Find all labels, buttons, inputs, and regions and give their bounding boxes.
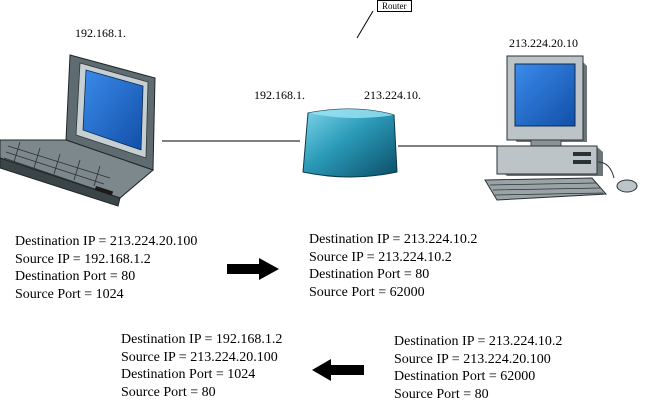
- router-inside-ip-label: 192.168.1.: [254, 88, 305, 102]
- packet-line: Destination IP = 213.224.20.100: [15, 234, 198, 249]
- packet-line: Source Port = 80: [394, 386, 489, 402]
- packet-line: Destination IP = 213.224.10.2: [394, 334, 563, 349]
- router-callout-label: Router: [377, 0, 412, 12]
- laptop-icon: [0, 54, 156, 207]
- packet-line: Destination Port = 62000: [394, 369, 536, 384]
- packet-line: Source IP = 213.224.20.100: [394, 351, 551, 367]
- callout-leader-line: [356, 10, 374, 39]
- desktop-computer-icon: [484, 55, 638, 201]
- packet-line: Destination Port = 80: [309, 267, 430, 282]
- packet-line: Destination Port = 1024: [121, 367, 256, 382]
- packet-line: Destination IP = 192.168.1.2: [121, 332, 283, 347]
- router-outside-ip-label: 213.224.10.: [364, 88, 421, 102]
- inbound-original-packet: Destination IP = 213.224.10.2 Source IP …: [394, 333, 562, 403]
- packet-line: Source Port = 1024: [15, 286, 124, 302]
- server-ip-label: 213.224.20.10: [509, 36, 578, 50]
- packet-line: Source Port = 80: [121, 384, 216, 400]
- packet-line: Destination IP = 213.224.10.2: [309, 232, 478, 247]
- outbound-original-packet: Destination IP = 213.224.20.100 Source I…: [15, 233, 197, 303]
- packet-line: Destination Port = 80: [15, 269, 136, 284]
- packet-line: Source Port = 62000: [309, 284, 425, 300]
- arrow-left-icon: [312, 359, 364, 381]
- outbound-translated-packet: Destination IP = 213.224.10.2 Source IP …: [309, 231, 477, 301]
- packet-line: Source IP = 213.224.20.100: [121, 349, 278, 365]
- router-icon: [302, 108, 398, 178]
- inbound-translated-packet: Destination IP = 192.168.1.2 Source IP =…: [121, 331, 282, 401]
- arrow-right-icon: [227, 258, 279, 280]
- packet-line: Source IP = 192.168.1.2: [15, 251, 151, 267]
- packet-line: Source IP = 213.224.10.2: [309, 249, 452, 265]
- laptop-ip-label: 192.168.1.: [75, 26, 126, 40]
